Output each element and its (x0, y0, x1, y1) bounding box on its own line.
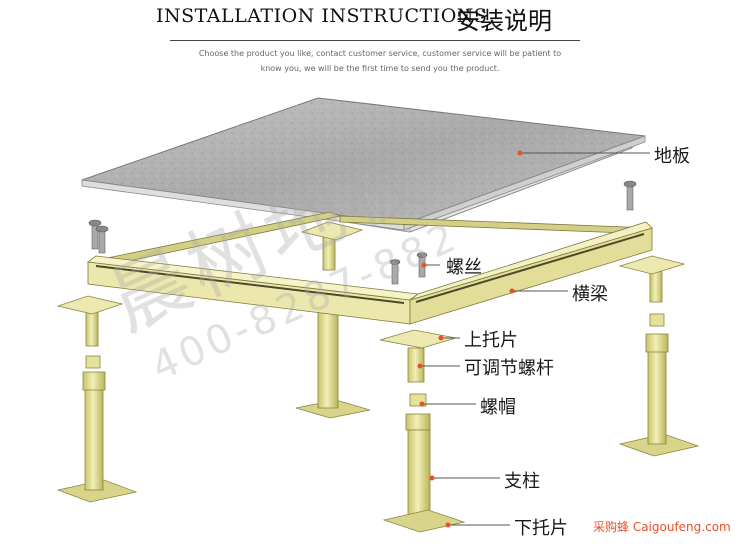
label-pillar: 支柱 (504, 471, 540, 492)
label-screw: 螺丝 (446, 257, 482, 278)
label-lower-bracket: 下托片 (514, 518, 568, 539)
title-chinese: 安装说明 (456, 7, 552, 35)
subtitle: Choose the product you like, contact cus… (175, 46, 585, 76)
label-nut: 螺帽 (480, 397, 516, 418)
footer-source: 采购蜂 Caigoufeng.com (593, 520, 731, 534)
label-upper-bracket: 上托片 (464, 330, 518, 351)
leader-lines (417, 150, 650, 528)
label-beam: 横梁 (572, 284, 608, 305)
front-center-pillar (379, 329, 466, 533)
floor-panel (81, 97, 646, 233)
label-floor: 地板 (654, 146, 690, 167)
back-pillar (295, 221, 371, 419)
subtitle-line-1: Choose the product you like, contact cus… (198, 49, 562, 58)
title-english: INSTALLATION INSTRUCTIONS (156, 5, 488, 27)
title-divider (170, 40, 580, 41)
left-pillar (56, 295, 138, 503)
right-pillar (618, 255, 700, 457)
beam-frame (86, 211, 653, 325)
label-adjustable-screw-rod: 可调节螺杆 (464, 358, 554, 379)
header: INSTALLATION INSTRUCTIONS 安装说明 (0, 0, 750, 41)
subtitle-line-2: know you, we will be the first time to s… (260, 64, 500, 73)
